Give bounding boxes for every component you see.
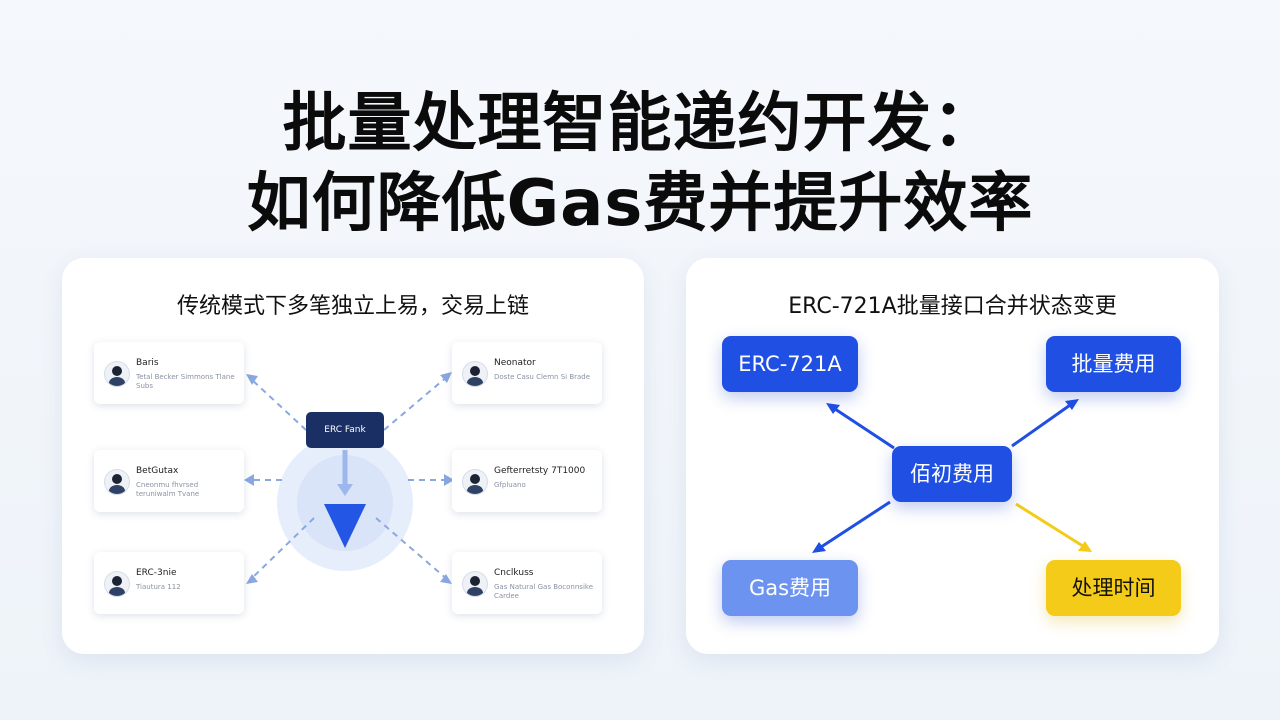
transaction-card-5: Gefterretsty 7T1000 Gfpluano xyxy=(452,450,602,512)
batch-interface-panel: ERC-721A批量接口合并状态变更 ERC-721A 批量费用 佰初费用 Ga… xyxy=(686,258,1219,654)
page-title-line-1: 批量处理智能递约开发： xyxy=(0,72,1280,164)
card-name: Neonator xyxy=(494,358,536,368)
gas-fee-node-label: Gas费用 xyxy=(722,560,858,616)
avatar xyxy=(462,571,488,597)
link-center-to-time xyxy=(1016,504,1086,548)
card-name: Cnclkuss xyxy=(494,568,533,578)
processing-time-node-label: 处理时间 xyxy=(1046,560,1181,616)
card-subtext: Cneonmu fhvrsed teruniwalm Tvane xyxy=(136,481,238,499)
avatar xyxy=(104,361,130,387)
traditional-mode-panel: 传统模式下多笔独立上易，交易上链 ERC Fank Baris Tetal Be… xyxy=(62,258,644,654)
erc721a-node: ERC-721A xyxy=(722,336,858,392)
link-to-card-1 xyxy=(250,378,306,430)
link-center-to-erc xyxy=(832,407,894,448)
erc721a-node-label: ERC-721A xyxy=(722,336,858,392)
arrowhead-4 xyxy=(440,372,452,383)
page-title-line-2: 如何降低Gas费并提升效率 xyxy=(0,152,1280,244)
center-contract-badge: ERC Fank xyxy=(306,412,384,448)
card-name: ERC-3nie xyxy=(136,568,177,578)
avatar xyxy=(104,469,130,495)
card-subtext: Tetal Becker Simmons Tlane Subs xyxy=(136,373,238,391)
card-name: Gefterretsty 7T1000 xyxy=(494,466,585,476)
transaction-card-3: ERC-3nie Tiautura 112 xyxy=(94,552,244,614)
center-fee-node: 佰初费用 xyxy=(892,446,1012,502)
card-subtext: Gfpluano xyxy=(494,481,596,490)
link-center-to-gas xyxy=(818,502,890,549)
transaction-card-4: Neonator Doste Casu Clemn Si Brade xyxy=(452,342,602,404)
transaction-card-2: BetGutax Cneonmu fhvrsed teruniwalm Tvan… xyxy=(94,450,244,512)
card-name: Baris xyxy=(136,358,159,368)
link-to-card-4 xyxy=(384,376,448,430)
arrowhead-2 xyxy=(244,474,254,486)
avatar xyxy=(462,469,488,495)
center-fee-node-label: 佰初费用 xyxy=(892,446,1012,502)
card-subtext: Doste Casu Clemn Si Brade xyxy=(494,373,596,382)
card-name: BetGutax xyxy=(136,466,178,476)
batch-fee-node-label: 批量费用 xyxy=(1046,336,1181,392)
card-subtext: Tiautura 112 xyxy=(136,583,238,592)
card-subtext: Gas Natural Gas Boconnsike Cardee xyxy=(494,583,596,601)
avatar xyxy=(104,571,130,597)
gas-fee-node: Gas费用 xyxy=(722,560,858,616)
arrowhead-6 xyxy=(440,574,452,584)
avatar xyxy=(462,361,488,387)
processing-time-node: 处理时间 xyxy=(1046,560,1181,616)
transaction-card-1: Baris Tetal Becker Simmons Tlane Subs xyxy=(94,342,244,404)
batch-fee-node: 批量费用 xyxy=(1046,336,1181,392)
transaction-card-6: Cnclkuss Gas Natural Gas Boconnsike Card… xyxy=(452,552,602,614)
link-center-to-batch xyxy=(1012,403,1073,446)
arrowhead-3 xyxy=(246,574,258,584)
